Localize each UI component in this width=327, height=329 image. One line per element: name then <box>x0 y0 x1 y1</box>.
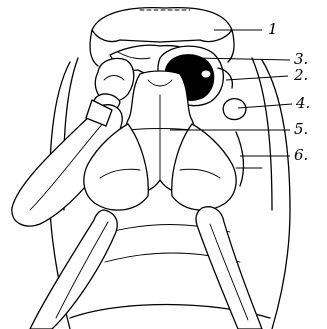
right-process <box>223 99 246 120</box>
label-5: 5. <box>294 120 308 138</box>
left-hind-leg <box>30 210 117 329</box>
right-mesocoxa <box>172 124 262 210</box>
label-4: 4. <box>295 94 310 112</box>
label-6: 6. <box>294 146 308 164</box>
label-3: 3. <box>294 50 308 68</box>
right-hind-leg <box>196 207 262 329</box>
label-2: 2. <box>293 66 308 84</box>
label-1: 1 <box>268 20 278 38</box>
